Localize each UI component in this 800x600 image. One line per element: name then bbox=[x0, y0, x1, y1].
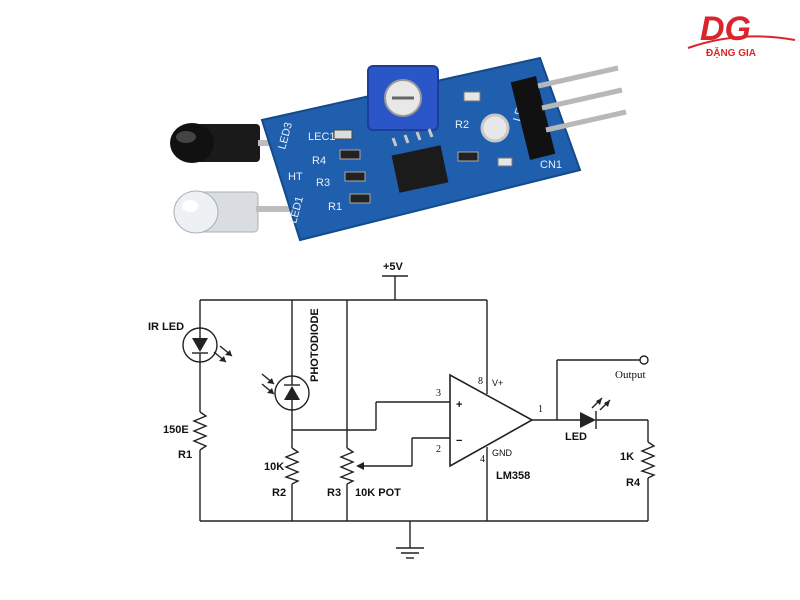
pin-gnd: GND bbox=[492, 448, 513, 458]
pin-4: 4 bbox=[480, 454, 485, 465]
r1-value: 150E bbox=[163, 424, 189, 436]
mounting-hole bbox=[480, 113, 510, 143]
ir-led-component bbox=[173, 190, 296, 234]
pin-8: 8 bbox=[478, 376, 483, 387]
opamp-lm358 bbox=[449, 373, 534, 468]
minus-input-sign: − bbox=[456, 435, 462, 447]
circuit-schematic: +5V IR LED 150E R1 bbox=[148, 261, 656, 559]
header-pins bbox=[510, 65, 627, 160]
silk-lec1: LEC1 bbox=[308, 131, 336, 143]
r4-value: 1K bbox=[620, 451, 634, 463]
logo-tagline: ĐẶNG GIA bbox=[706, 46, 756, 59]
smd-components bbox=[333, 91, 513, 204]
supply-5v: +5V bbox=[382, 261, 408, 300]
pin-vplus: V+ bbox=[492, 378, 503, 388]
silk-cn1: CN1 bbox=[540, 159, 562, 171]
resistor-r1 bbox=[192, 411, 208, 451]
r4-name: R4 bbox=[626, 477, 641, 489]
ir-led-symbol bbox=[182, 326, 233, 363]
output-label: Output bbox=[615, 369, 646, 381]
silk-r3: R3 bbox=[316, 177, 330, 189]
led-symbol bbox=[580, 397, 648, 429]
plus-input-sign: + bbox=[456, 399, 462, 411]
photodiode-symbol bbox=[261, 373, 310, 411]
ir-sensor-module: LED3 LEC1 R4 HT R3 LED1 CN1 LED2 R1 R2 bbox=[170, 56, 627, 242]
ground-symbol bbox=[396, 521, 424, 559]
silk-r1: R1 bbox=[328, 201, 342, 213]
r2-value: 10K bbox=[264, 461, 284, 473]
r3-value: 10K POT bbox=[355, 487, 401, 499]
resistor-r2 bbox=[284, 447, 300, 485]
logo-swoosh bbox=[687, 35, 796, 49]
r1-name: R1 bbox=[178, 449, 192, 461]
pcb-board bbox=[260, 56, 582, 242]
silk-ht: HT bbox=[288, 171, 303, 183]
pin-1: 1 bbox=[538, 404, 543, 415]
led-label: LED bbox=[565, 431, 587, 443]
r3-name: R3 bbox=[327, 487, 341, 499]
resistor-r4 bbox=[640, 441, 656, 479]
silk-r4: R4 bbox=[312, 155, 326, 167]
potentiometer-r3 bbox=[339, 447, 355, 485]
photodiode-label: PHOTODIODE bbox=[309, 308, 321, 382]
dang-gia-logo: DG ĐẶNG GIA bbox=[687, 10, 796, 59]
potentiometer-component bbox=[367, 65, 439, 131]
opamp-name: LM358 bbox=[496, 470, 530, 482]
lm358-chip bbox=[391, 128, 449, 193]
silk-r2: R2 bbox=[455, 119, 469, 131]
pin-3: 3 bbox=[436, 388, 441, 399]
supply-label: +5V bbox=[383, 261, 404, 273]
pot-wiper-arrow bbox=[356, 462, 364, 470]
ir-led-label: IR LED bbox=[148, 321, 184, 333]
r2-name: R2 bbox=[272, 487, 286, 499]
logo-mark: DG bbox=[700, 10, 751, 48]
output-terminal bbox=[639, 355, 649, 365]
pin-2: 2 bbox=[436, 444, 441, 455]
